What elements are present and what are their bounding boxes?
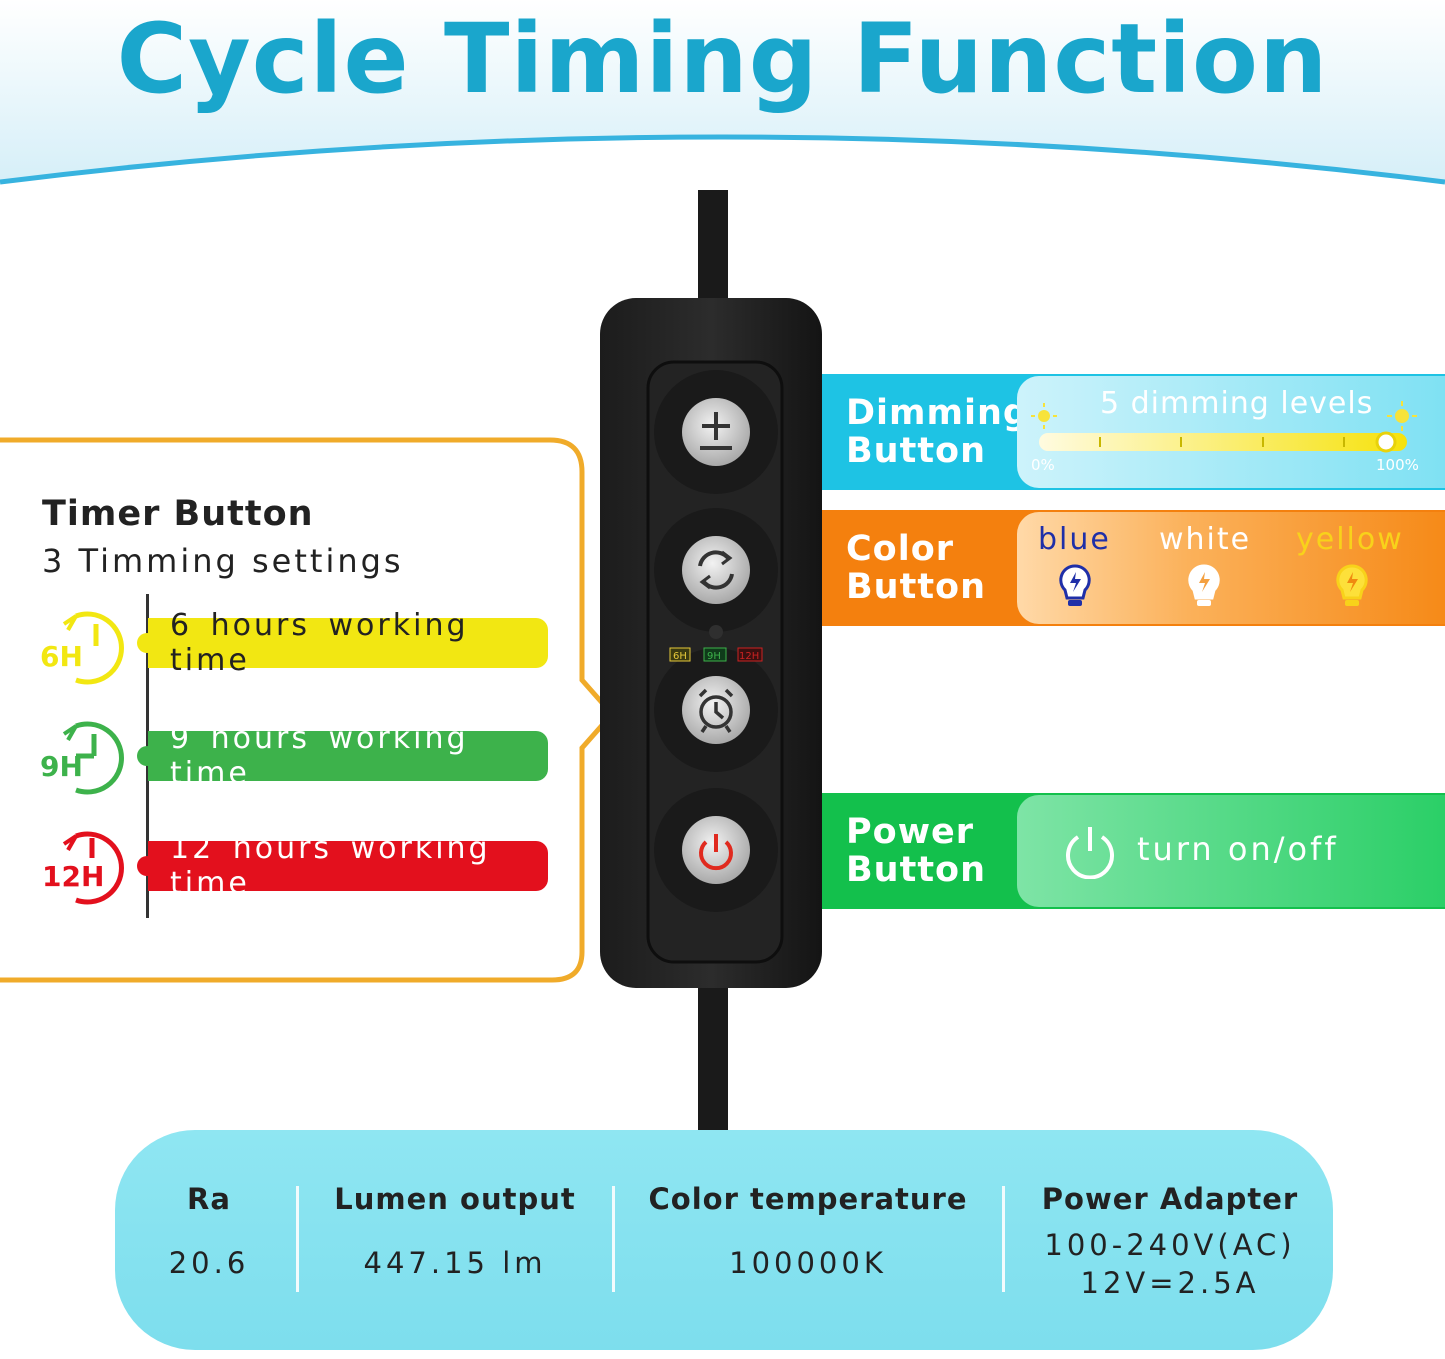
spec-divider bbox=[1002, 1186, 1005, 1292]
svg-text:9H: 9H bbox=[40, 750, 83, 783]
timer-option-6h: 6 hours working time bbox=[148, 608, 548, 678]
power-button-label: Power Button bbox=[846, 813, 986, 889]
color-button-label: Color Button bbox=[846, 530, 986, 606]
spec-power-adapter-label: Power Adapter bbox=[1041, 1182, 1299, 1216]
timer-6h-clock-icon: 6H bbox=[40, 611, 124, 685]
blue-bulb-icon bbox=[1059, 564, 1091, 606]
header-banner bbox=[0, 0, 1445, 185]
svg-text:9H: 9H bbox=[707, 651, 721, 662]
spec-color-temp-value: 100000K bbox=[729, 1246, 887, 1280]
dimming-label-line2: Button bbox=[846, 431, 987, 471]
color-label-line1: Color bbox=[846, 529, 955, 569]
specs-panel bbox=[115, 1130, 1333, 1350]
spec-ra-value: 20.6 bbox=[168, 1246, 250, 1280]
dimming-button-label: Dimming Button bbox=[846, 394, 1029, 470]
power-icon bbox=[699, 834, 733, 871]
dimming-max-label: 100% bbox=[1376, 456, 1419, 474]
timer-option-label: 9 hours working time bbox=[170, 721, 469, 791]
remote-color-button[interactable] bbox=[682, 536, 750, 604]
timer-option-label: 12 hours working time bbox=[170, 831, 491, 901]
svg-text:6H: 6H bbox=[40, 640, 83, 673]
remote-controller: 6H 9H 12H bbox=[600, 190, 822, 1140]
dimming-panel bbox=[1017, 376, 1445, 488]
remote-power-button[interactable] bbox=[682, 816, 750, 884]
spec-lumen-value: 447.15 lm bbox=[363, 1246, 547, 1280]
sun-low-icon bbox=[1031, 403, 1057, 429]
remote-timer-button[interactable] bbox=[682, 676, 750, 744]
power-icon bbox=[1066, 827, 1114, 879]
dimming-min-label: 0% bbox=[1031, 456, 1055, 474]
svg-text:12H: 12H bbox=[42, 860, 104, 893]
spec-divider bbox=[612, 1186, 615, 1292]
timer-option-9h: 9 hours working time bbox=[148, 721, 548, 791]
plus-minus-icon bbox=[700, 412, 732, 450]
timer-option-12h: 12 hours working time bbox=[148, 831, 548, 901]
svg-text:6H: 6H bbox=[673, 651, 687, 662]
color-option-yellow: yellow bbox=[1296, 522, 1404, 557]
svg-text:12H: 12H bbox=[739, 651, 759, 662]
timer-option-label: 6 hours working time bbox=[170, 608, 469, 678]
timer-9h-clock-icon: 9H bbox=[40, 721, 124, 795]
spec-ra-label: Ra bbox=[187, 1182, 231, 1216]
spec-power-adapter-input: 100-240V(AC) bbox=[1044, 1228, 1296, 1262]
power-label-line2: Button bbox=[846, 850, 987, 890]
dimming-label-line1: Dimming bbox=[846, 393, 1029, 433]
spec-power-adapter-output: 12V=2.5A bbox=[1080, 1266, 1260, 1300]
timer-12h-clock-icon: 12H bbox=[42, 831, 124, 905]
sun-high-icon bbox=[1387, 401, 1417, 431]
page-title: Cycle Timing Function bbox=[116, 3, 1329, 115]
timer-heading: Timer Button bbox=[42, 494, 314, 534]
dimming-levels-text: 5 dimming levels bbox=[1100, 386, 1374, 421]
white-bulb-icon bbox=[1188, 564, 1220, 606]
spec-lumen-label: Lumen output bbox=[334, 1182, 576, 1216]
timer-subheading: 3 Timming settings bbox=[42, 542, 404, 580]
cycle-arrows-icon bbox=[698, 550, 734, 590]
power-action-text: turn on/off bbox=[1137, 830, 1339, 868]
power-label-line1: Power bbox=[846, 812, 975, 852]
alarm-clock-icon bbox=[698, 688, 734, 733]
spec-color-temp-label: Color temperature bbox=[648, 1182, 968, 1216]
spec-divider bbox=[296, 1186, 299, 1292]
spec-power-adapter-value: 100-240V(AC) 12V=2.5A bbox=[1030, 1226, 1310, 1302]
color-option-white: white bbox=[1159, 522, 1252, 557]
dimming-slider bbox=[1031, 401, 1417, 453]
remote-dimming-button[interactable] bbox=[682, 398, 750, 466]
color-label-line2: Button bbox=[846, 567, 987, 607]
dimming-slider-knob bbox=[1375, 431, 1397, 453]
yellow-bulb-icon bbox=[1336, 564, 1368, 606]
color-option-blue: blue bbox=[1038, 522, 1111, 557]
color-panel bbox=[1017, 512, 1445, 624]
